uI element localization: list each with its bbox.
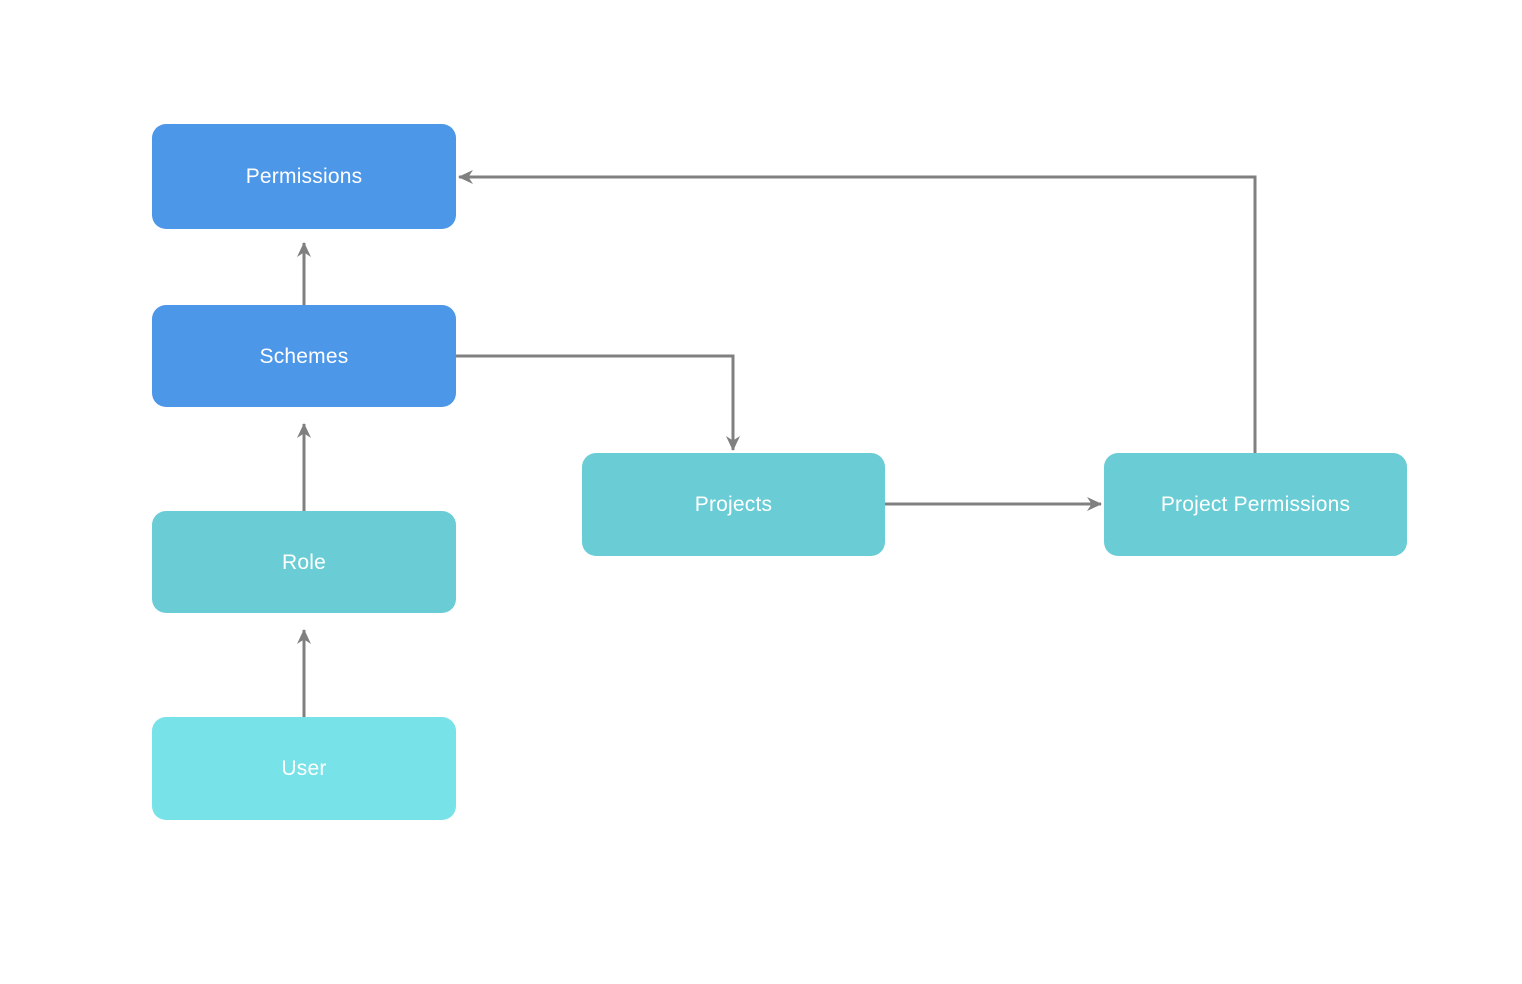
node-role-label: Role bbox=[282, 550, 326, 574]
node-user[interactable]: User bbox=[152, 717, 456, 820]
node-user-label: User bbox=[281, 757, 327, 780]
edge-project-permissions-to-permissions bbox=[458, 170, 1257, 453]
node-schemes[interactable]: Schemes bbox=[152, 305, 456, 407]
edge-schemes-to-projects bbox=[456, 354, 740, 451]
node-projects[interactable]: Projects bbox=[582, 453, 885, 556]
node-schemes-label: Schemes bbox=[259, 344, 349, 368]
node-role[interactable]: Role bbox=[152, 511, 456, 613]
node-project-permissions-label: Project Permissions bbox=[1160, 493, 1351, 516]
node-projects-label: Projects bbox=[694, 493, 773, 516]
node-permissions-label: Permissions bbox=[245, 165, 363, 188]
node-permissions[interactable]: Permissions bbox=[152, 124, 456, 229]
node-project-permissions[interactable]: Project Permissions bbox=[1104, 453, 1407, 556]
